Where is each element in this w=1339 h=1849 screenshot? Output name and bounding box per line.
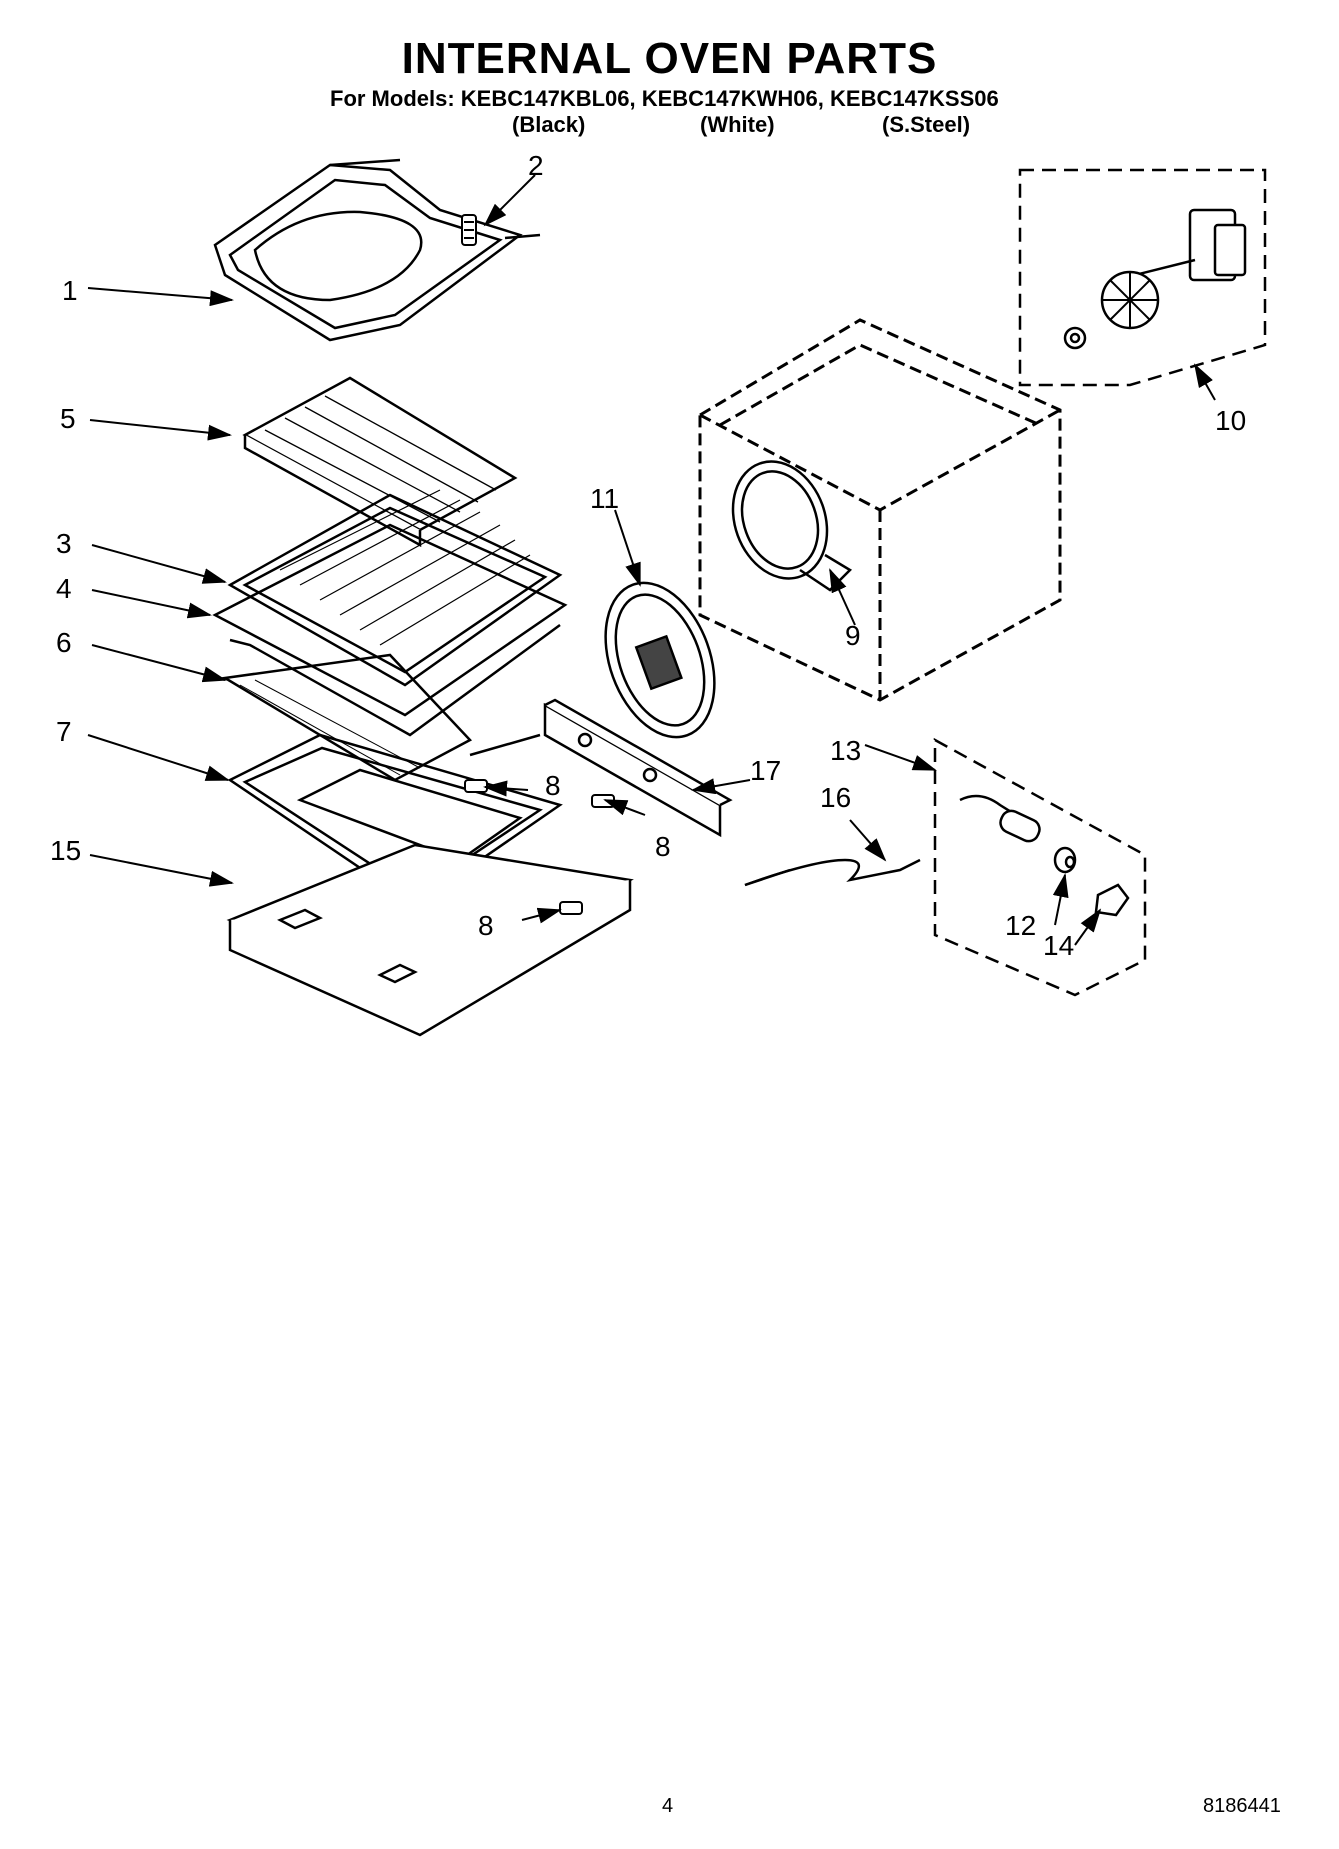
callout-16: 16: [820, 782, 851, 813]
part-15-bottom-panel: [226, 843, 634, 1037]
page-title: INTERNAL OVEN PARTS: [401, 34, 938, 83]
part-9-convection-element: [731, 460, 853, 592]
part-7-bake-element: [227, 733, 563, 907]
part-6-heating-shield: [221, 653, 473, 782]
part-13-sensor-group: [933, 737, 1147, 997]
part-1-broil-element: [213, 158, 541, 342]
part-17-bracket: [543, 698, 733, 838]
callout-12: 12: [1005, 910, 1036, 941]
callout-4: 4: [56, 573, 72, 604]
finish-black: (Black): [512, 112, 586, 137]
callout-14: 14: [1043, 930, 1074, 961]
part-11-fan-baffle: [604, 581, 716, 739]
callout-7: 7: [56, 716, 72, 747]
callout-labels: 1 2 3 4 5 6 7 8 8 8 9 10 11 12 13 14 15 …: [50, 150, 1246, 961]
part-4-broiler-pan: [212, 523, 568, 737]
callout-13: 13: [830, 735, 861, 766]
part-10-fan-motor-group: [1018, 168, 1267, 387]
callout-15: 15: [50, 835, 81, 866]
document-number: 8186441: [1203, 1795, 1281, 1817]
callout-8c: 8: [478, 910, 494, 941]
callout-10: 10: [1215, 405, 1246, 436]
page-number: 4: [662, 1795, 674, 1817]
part-16-meat-probe: [744, 858, 921, 887]
part-3-oven-rack: [227, 489, 563, 687]
callout-2: 2: [528, 150, 544, 181]
oven-cavity-outline: [698, 318, 1062, 702]
callout-3: 3: [56, 528, 72, 559]
finish-steel: (S.Steel): [882, 112, 971, 137]
callout-5: 5: [60, 403, 76, 434]
callout-leaders: [87, 174, 1216, 946]
finish-white: (White): [700, 112, 775, 137]
callout-8a: 8: [545, 770, 561, 801]
part-2-screw: [461, 214, 477, 246]
models-line: For Models: KEBC147KBL06, KEBC147KWH06, …: [330, 86, 999, 111]
callout-17: 17: [750, 755, 781, 786]
callout-8b: 8: [655, 831, 671, 862]
callout-9: 9: [845, 620, 861, 651]
callout-1: 1: [62, 275, 78, 306]
callout-11: 11: [590, 483, 619, 514]
part-5-rack-guide: [242, 376, 518, 548]
callout-6: 6: [56, 627, 72, 658]
